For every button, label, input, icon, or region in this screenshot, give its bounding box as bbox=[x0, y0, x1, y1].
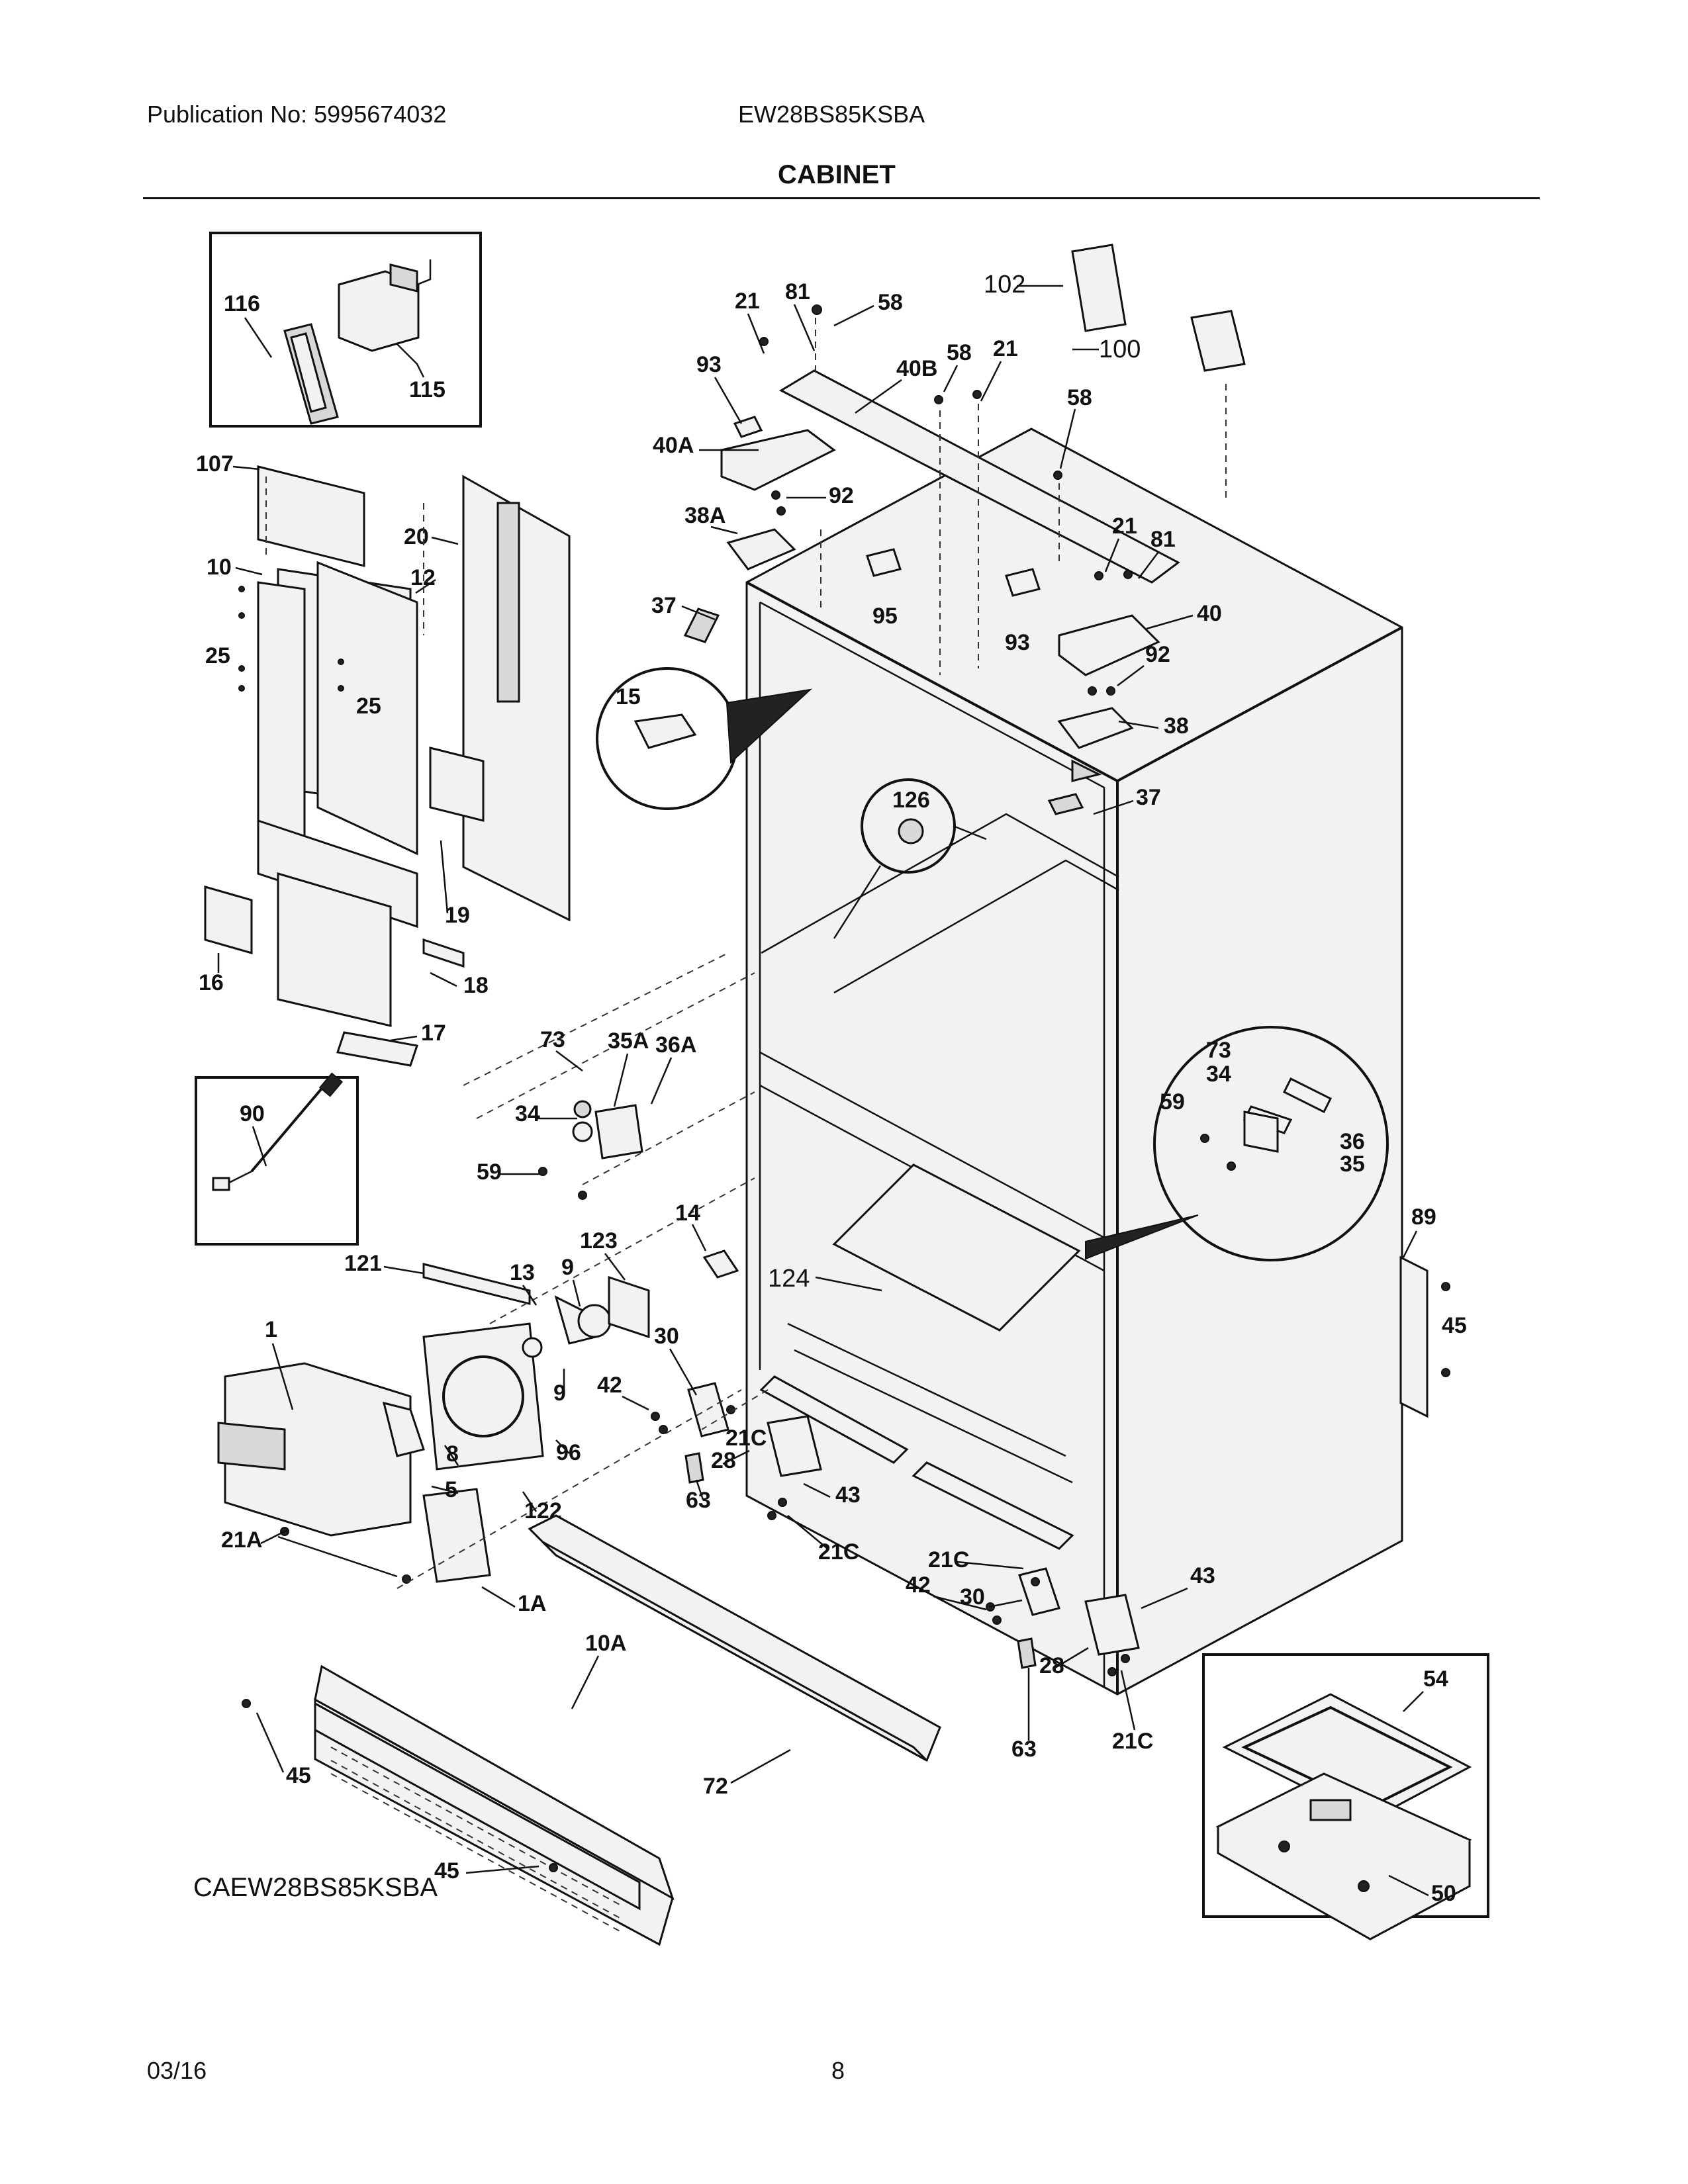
label-15: 15 bbox=[616, 684, 641, 709]
label-95: 95 bbox=[872, 604, 898, 629]
label-92a: 92 bbox=[829, 483, 854, 508]
label-21c-b: 21C bbox=[818, 1539, 859, 1565]
label-58a: 58 bbox=[878, 290, 903, 315]
label-12: 12 bbox=[410, 565, 436, 590]
label-34a: 34 bbox=[515, 1101, 540, 1126]
label-42b: 42 bbox=[906, 1572, 931, 1598]
label-116: 116 bbox=[224, 291, 260, 316]
lower-right-parts: 89 45 21C 43 42 30 28 63 21C bbox=[906, 1205, 1467, 1762]
label-58c: 58 bbox=[1067, 385, 1092, 410]
page-number: 8 bbox=[831, 2057, 845, 2084]
title-rule bbox=[143, 197, 1540, 199]
label-38a: 38A bbox=[684, 503, 726, 528]
label-45c: 45 bbox=[434, 1858, 459, 1884]
label-93b: 93 bbox=[1005, 630, 1030, 655]
callout-15: 15 bbox=[596, 667, 813, 810]
label-93a: 93 bbox=[696, 352, 722, 377]
label-58b: 58 bbox=[947, 340, 972, 365]
label-10A: 10A bbox=[585, 1631, 626, 1656]
label-37a: 37 bbox=[651, 593, 677, 618]
label-43b: 43 bbox=[1190, 1563, 1215, 1588]
label-21c-c: 21C bbox=[928, 1547, 969, 1572]
label-5: 5 bbox=[445, 1477, 457, 1502]
label-21c-a: 21C bbox=[726, 1426, 767, 1451]
cabinet-body: 124 bbox=[745, 428, 1403, 1696]
label-28a: 28 bbox=[711, 1448, 736, 1473]
inset-control-50-54: 54 50 bbox=[1202, 1653, 1489, 1940]
label-35a: 35A bbox=[608, 1028, 649, 1054]
dispenser-assembly: 107 20 10 12 25 25 19 16 18 17 bbox=[196, 451, 571, 1067]
label-1A: 1A bbox=[518, 1591, 546, 1616]
label-21c-d: 21C bbox=[1112, 1729, 1153, 1754]
label-16: 16 bbox=[199, 970, 224, 995]
toe-grille: 1A 10A 45 72 45 bbox=[242, 1514, 941, 1946]
label-100: 100 bbox=[1099, 336, 1141, 363]
publication-number: Publication No: 5995674032 bbox=[147, 101, 447, 128]
label-9b: 9 bbox=[553, 1381, 566, 1406]
lower-left-parts: 73 35A 36A 34 59 14 123 121 13 9 1 30 9 … bbox=[217, 952, 861, 1589]
page-title: CABINET bbox=[778, 160, 896, 189]
label-17: 17 bbox=[421, 1021, 446, 1046]
label-36a: 36A bbox=[655, 1032, 696, 1058]
label-123: 123 bbox=[580, 1228, 618, 1253]
label-20: 20 bbox=[404, 524, 429, 549]
label-92b: 92 bbox=[1145, 642, 1170, 667]
label-40: 40 bbox=[1197, 601, 1222, 626]
label-40a: 40A bbox=[653, 433, 694, 458]
label-38: 38 bbox=[1164, 713, 1189, 739]
label-124: 124 bbox=[768, 1265, 810, 1293]
top-hinges: 21 81 58 102 100 93 40B 58 21 58 40A 92 … bbox=[651, 244, 1246, 815]
diagram-code: CAEW28BS85KSBA bbox=[193, 1873, 438, 1902]
label-45a: 45 bbox=[1442, 1313, 1467, 1338]
label-54: 54 bbox=[1423, 1666, 1448, 1692]
label-50: 50 bbox=[1431, 1881, 1456, 1906]
label-37b: 37 bbox=[1136, 785, 1161, 810]
label-9a: 9 bbox=[561, 1255, 574, 1280]
label-115: 115 bbox=[409, 377, 445, 402]
publication-date: 03/16 bbox=[147, 2057, 207, 2084]
label-25b: 25 bbox=[356, 694, 381, 719]
label-45b: 45 bbox=[286, 1763, 311, 1788]
label-21c: 21 bbox=[1112, 514, 1137, 539]
label-36: 36 bbox=[1340, 1129, 1365, 1154]
label-21a: 21 bbox=[735, 289, 760, 314]
label-90: 90 bbox=[240, 1101, 265, 1126]
label-107: 107 bbox=[196, 451, 234, 477]
label-126: 126 bbox=[892, 788, 930, 813]
label-59a: 59 bbox=[477, 1160, 502, 1185]
label-40b: 40B bbox=[896, 356, 937, 381]
label-18: 18 bbox=[463, 973, 489, 998]
label-42a: 42 bbox=[597, 1373, 622, 1398]
inset-ice-bucket: 116 115 bbox=[209, 232, 482, 428]
label-81b: 81 bbox=[1150, 527, 1176, 552]
label-28b: 28 bbox=[1039, 1653, 1064, 1678]
label-72: 72 bbox=[703, 1774, 728, 1799]
label-21b: 21 bbox=[993, 336, 1018, 361]
inset-sensor-90: 90 bbox=[195, 1072, 359, 1246]
callout-hinge-right: 73 34 59 36 35 bbox=[1085, 1026, 1389, 1261]
label-10: 10 bbox=[207, 555, 232, 580]
model-number: EW28BS85KSBA bbox=[738, 101, 925, 128]
callout-126: 126 bbox=[833, 778, 987, 939]
label-73b: 73 bbox=[1206, 1038, 1231, 1063]
label-73a: 73 bbox=[540, 1027, 565, 1052]
label-121: 121 bbox=[344, 1251, 382, 1276]
label-34b: 34 bbox=[1206, 1062, 1231, 1087]
label-35: 35 bbox=[1340, 1152, 1365, 1177]
label-14: 14 bbox=[675, 1201, 700, 1226]
label-25a: 25 bbox=[205, 643, 230, 668]
label-13: 13 bbox=[510, 1260, 535, 1285]
label-30a: 30 bbox=[654, 1324, 679, 1349]
label-1: 1 bbox=[265, 1317, 277, 1342]
label-63b: 63 bbox=[1011, 1737, 1037, 1762]
label-89: 89 bbox=[1411, 1205, 1436, 1230]
label-63a: 63 bbox=[686, 1488, 711, 1513]
label-19: 19 bbox=[445, 903, 470, 928]
label-21A: 21A bbox=[221, 1527, 262, 1553]
label-59b: 59 bbox=[1160, 1089, 1185, 1115]
label-102: 102 bbox=[984, 271, 1025, 298]
label-81a: 81 bbox=[785, 279, 810, 304]
label-43a: 43 bbox=[835, 1482, 861, 1508]
